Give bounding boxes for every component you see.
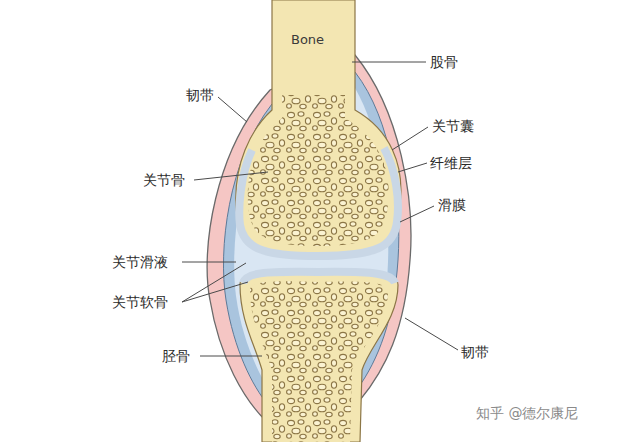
part-label: 纤维层 [430,154,472,172]
bone-label: Bone [291,31,324,49]
part-label: 关节囊 [432,117,474,135]
tibia-spongy-bone [250,281,388,442]
part-label: 股骨 [430,53,458,71]
tibia-cartilage [243,272,395,283]
tibia [240,270,398,442]
part-label: 关节软骨 [112,293,168,311]
part-label: 胫骨 [162,347,190,365]
part-label: 韧带 [186,86,214,104]
watermark: 知乎 @德尔康尼 [476,404,578,422]
femur [236,0,401,258]
part-label: 韧带 [461,343,489,361]
part-label: 关节骨 [143,171,185,189]
part-label: 滑膜 [438,196,466,214]
femur-spongy-bone [248,95,389,246]
part-label: 关节滑液 [112,253,168,271]
leader-lines [182,62,458,356]
femur-cartilage [239,148,398,256]
